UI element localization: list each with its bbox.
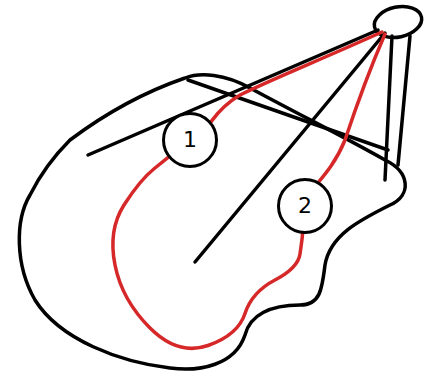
ray-line — [385, 36, 392, 180]
apex-disc — [371, 2, 424, 41]
region-number: 1 — [183, 129, 197, 151]
red-path — [195, 32, 382, 150]
region-number: 2 — [298, 195, 312, 217]
region-circle: 1 — [162, 112, 218, 168]
red-connector — [113, 157, 303, 348]
ray-line — [195, 33, 385, 262]
region-circle: 2 — [277, 178, 333, 234]
red-path — [312, 34, 385, 190]
ray-line — [398, 36, 410, 165]
